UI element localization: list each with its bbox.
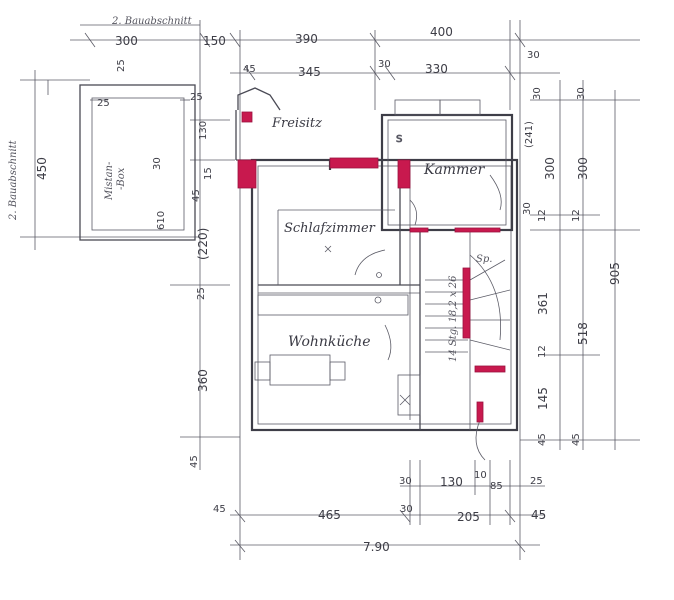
dim-241: (241) — [524, 121, 535, 148]
room-schlafzimmer: Schlafzimmer — [284, 221, 376, 236]
dim-518: 518 — [576, 322, 590, 345]
dim-145: 145 — [536, 387, 550, 410]
dim-345: 345 — [298, 65, 321, 79]
dim-45-r1: 45 — [537, 433, 548, 446]
dim-220: (220) — [196, 228, 210, 260]
room-speicher: Sp. — [476, 254, 492, 265]
symbol-s: S — [396, 134, 402, 145]
dim-45-bottom-left: 45 — [189, 455, 200, 468]
dim-450: 450 — [35, 157, 49, 180]
dim-25-top-a: 25 — [116, 59, 127, 72]
staircase — [425, 254, 511, 353]
dim-465: 465 — [318, 508, 341, 522]
house-walls — [235, 87, 519, 461]
dim-130-left: 130 — [198, 121, 209, 140]
label-top-phase: 2. Bauabschnitt — [111, 16, 193, 27]
dim-30-right-a: 30 — [576, 87, 587, 100]
dim-45-r2: 45 — [571, 433, 582, 446]
dim-25-bot: 25 — [530, 476, 543, 487]
room-kammer: Kammer — [423, 162, 486, 178]
dim-361: 361 — [536, 292, 550, 315]
dim-330: 330 — [425, 62, 448, 76]
dim-300-r2: 300 — [576, 157, 590, 180]
room-freisitz: Freisitz — [271, 116, 322, 131]
stair-note: 14 Stg. 18,2 x 26 — [448, 275, 459, 362]
dim-25-box-a: 25 — [97, 98, 110, 109]
dim-85-bot: 85 — [490, 481, 503, 492]
label-side-phase: 2. Bauabschnitt — [8, 139, 19, 221]
dim-400: 400 — [430, 25, 453, 39]
dim-45-bot-l: 45 — [213, 504, 226, 515]
dim-790: 7.90 — [363, 540, 390, 554]
dim-25-left: 25 — [196, 287, 207, 300]
dim-610-box: 610 — [156, 211, 167, 230]
dim-390: 390 — [295, 32, 318, 46]
dim-205: 205 — [457, 510, 480, 524]
dim-30-bot-b: 30 — [400, 504, 413, 515]
room-labels: 2. Bauabschnitt 2. Bauabschnitt Mistan- … — [8, 16, 492, 362]
dimension-labels: 300 150 390 400 30 25 45 345 30 330 30 3… — [35, 25, 622, 554]
label-box-line2: -Box — [116, 167, 127, 190]
red-wall-marks — [237, 111, 506, 423]
plan-symbols: S — [324, 134, 411, 406]
dim-25-box-b: 25 — [190, 92, 203, 103]
dim-150-top: 150 — [203, 34, 226, 48]
dimension-lines — [20, 20, 640, 560]
dim-45-top: 45 — [243, 64, 256, 75]
dim-30-box: 30 — [152, 157, 163, 170]
dim-12-r2: 12 — [571, 209, 582, 222]
dim-15-left: 15 — [203, 167, 214, 180]
dim-30-top-b: 30 — [532, 87, 543, 100]
dim-300-top: 300 — [115, 34, 138, 48]
annex-box — [79, 84, 196, 241]
dim-30-bot-a: 30 — [399, 476, 412, 487]
dim-30-top-a: 30 — [527, 50, 540, 61]
dim-360: 360 — [196, 369, 210, 392]
room-wohnkueche: Wohnküche — [288, 334, 371, 350]
dim-45-bot-r: 45 — [531, 508, 546, 522]
label-box-line1: Mistan- — [104, 161, 115, 201]
dim-130-bot: 130 — [440, 475, 463, 489]
dim-300-r1: 300 — [543, 157, 557, 180]
dim-30-mid: 30 — [378, 59, 391, 70]
dim-12-r1: 12 — [537, 209, 548, 222]
dim-12-r3: 12 — [537, 345, 548, 358]
dim-10-bot: 10 — [474, 470, 487, 481]
dim-905: 905 — [608, 262, 622, 285]
dim-30-right-b: 30 — [522, 202, 533, 215]
dim-45-left: 45 — [191, 189, 202, 202]
